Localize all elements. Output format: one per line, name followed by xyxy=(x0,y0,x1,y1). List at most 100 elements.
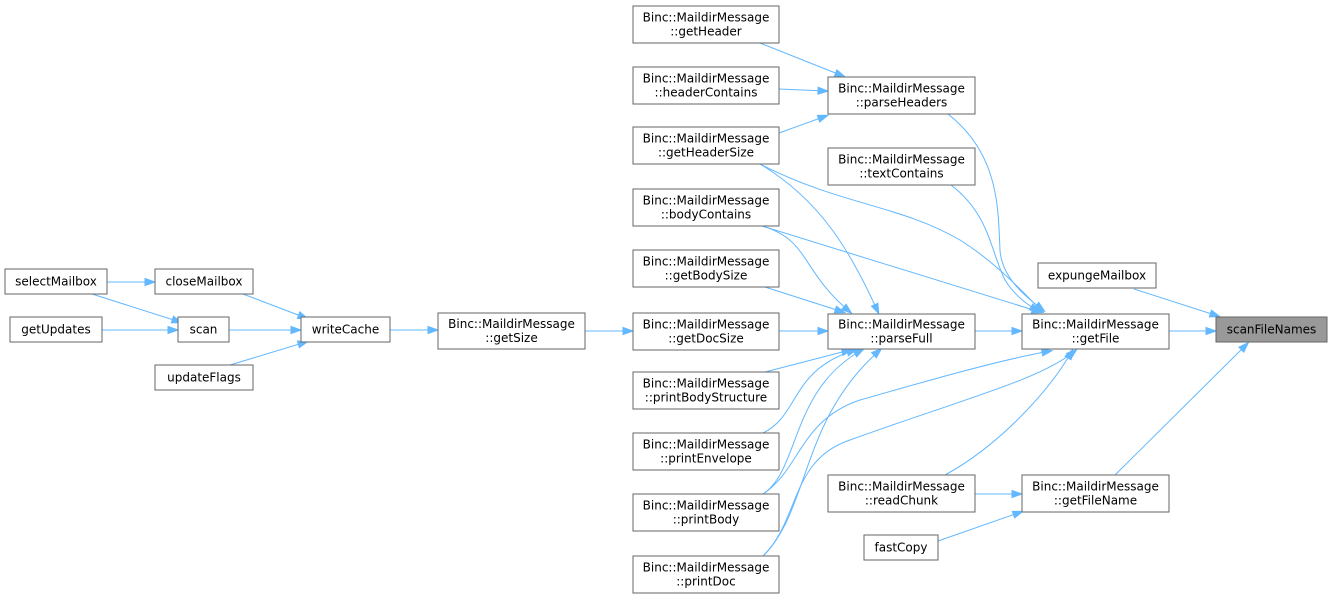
node-textContains[interactable]: Binc::MaildirMessage::textContains xyxy=(827,147,976,186)
node-box xyxy=(827,313,976,350)
edge-getSize-to-getDocSize xyxy=(585,326,635,336)
node-label: scanFileNames xyxy=(1227,323,1317,337)
node-scan[interactable]: scan xyxy=(177,316,230,343)
edge-selectMailbox-to-scan xyxy=(91,293,184,324)
node-printDoc[interactable]: Binc::MaildirMessage::printDoc xyxy=(632,555,780,594)
node-printBody[interactable]: Binc::MaildirMessage::printBody xyxy=(632,493,780,532)
node-box xyxy=(827,147,976,186)
arrow-head-icon xyxy=(1208,309,1222,318)
arrow-head-icon xyxy=(1011,326,1024,336)
node-label: ::bodyContains xyxy=(661,208,751,222)
edge-getFile-to-scanFileNames xyxy=(1169,326,1218,336)
node-printBodyStructure[interactable]: Binc::MaildirMessage::printBodyStructure xyxy=(632,371,780,410)
edge-line xyxy=(762,349,856,434)
node-label: fastCopy xyxy=(875,541,928,555)
edge-getUpdates-to-scan xyxy=(102,325,180,335)
edge-selectMailbox-to-closeMailbox xyxy=(107,277,157,287)
node-label: writeCache xyxy=(312,323,380,337)
arrow-head-icon xyxy=(833,305,847,314)
edge-line xyxy=(762,349,863,495)
arrow-head-icon xyxy=(1205,326,1218,336)
arrow-head-icon xyxy=(816,114,830,123)
arrow-head-icon xyxy=(870,347,883,359)
node-box xyxy=(300,316,391,343)
node-label: ::printBody xyxy=(673,513,740,527)
edge-line xyxy=(242,293,307,319)
node-updateFlags[interactable]: updateFlags xyxy=(154,364,254,391)
node-scanFileNames[interactable]: scanFileNames xyxy=(1215,316,1328,343)
node-box xyxy=(632,371,780,410)
node-closeMailbox[interactable]: closeMailbox xyxy=(154,268,254,295)
edge-writeCache-to-getSize xyxy=(390,325,440,335)
edge-line xyxy=(229,341,307,366)
node-label: Binc::MaildirMessage xyxy=(838,153,965,167)
node-fastCopy[interactable]: fastCopy xyxy=(863,534,939,561)
node-box xyxy=(632,66,780,105)
node-getBodySize[interactable]: Binc::MaildirMessage::getBodySize xyxy=(632,249,780,288)
edge-fastCopy-to-getFileName xyxy=(937,510,1025,542)
node-getHeader[interactable]: Binc::MaildirMessage::getHeader xyxy=(632,5,780,44)
node-parseHeaders[interactable]: Binc::MaildirMessage::parseHeaders xyxy=(827,76,976,115)
node-getUpdates[interactable]: getUpdates xyxy=(9,316,103,343)
node-getFile[interactable]: Binc::MaildirMessage::getFile xyxy=(1021,313,1170,350)
node-getDocSize[interactable]: Binc::MaildirMessage::getDocSize xyxy=(632,312,780,351)
node-readChunk[interactable]: Binc::MaildirMessage::readChunk xyxy=(827,474,976,513)
node-box xyxy=(154,268,254,295)
edge-getBodySize-to-parseFull xyxy=(764,286,847,314)
edge-line xyxy=(947,113,1044,311)
node-label: ::getHeader xyxy=(670,25,742,39)
node-label: ::getSize xyxy=(485,331,537,345)
node-parseFull[interactable]: Binc::MaildirMessage::parseFull xyxy=(827,313,976,350)
node-label: ::textContains xyxy=(859,167,943,181)
edge-bodyContains-to-parseFull xyxy=(761,225,853,315)
node-label: Binc::MaildirMessage xyxy=(643,561,770,575)
node-box xyxy=(437,312,586,350)
node-bodyContains[interactable]: Binc::MaildirMessage::bodyContains xyxy=(632,188,780,227)
node-printEnvelope[interactable]: Binc::MaildirMessage::printEnvelope xyxy=(632,432,780,471)
edge-line xyxy=(944,350,1073,476)
node-getSize[interactable]: Binc::MaildirMessage::getSize xyxy=(437,312,586,350)
node-label: ::parseFull xyxy=(870,332,932,346)
edge-line xyxy=(762,350,1076,557)
edge-line xyxy=(1133,288,1219,317)
node-getHeaderSize[interactable]: Binc::MaildirMessage::getHeaderSize xyxy=(632,126,780,165)
arrow-head-icon xyxy=(1030,305,1044,314)
edge-parseFull-to-getFile xyxy=(975,326,1024,336)
arrow-head-icon xyxy=(144,277,157,287)
edge-line xyxy=(764,349,851,373)
node-expungeMailbox[interactable]: expungeMailbox xyxy=(1037,262,1157,289)
node-box xyxy=(177,316,230,343)
node-label: ::printDoc xyxy=(676,575,735,589)
node-box xyxy=(4,268,108,295)
node-label: updateFlags xyxy=(167,371,241,385)
node-label: Binc::MaildirMessage xyxy=(643,438,770,452)
node-label: Binc::MaildirMessage xyxy=(1032,480,1159,494)
edge-readChunk-to-getFileName xyxy=(975,489,1024,499)
edge-line xyxy=(950,184,1039,312)
node-label: ::getFile xyxy=(1072,332,1120,346)
node-box xyxy=(9,316,103,343)
arrow-head-icon xyxy=(1238,341,1250,353)
node-label: ::readChunk xyxy=(865,494,938,508)
edge-line xyxy=(761,225,1041,313)
node-box xyxy=(632,493,780,532)
edge-getHeaderSize-to-parseFull xyxy=(759,163,880,316)
node-box xyxy=(632,5,780,44)
node-getFileName[interactable]: Binc::MaildirMessage::getFileName xyxy=(1021,474,1170,513)
node-label: closeMailbox xyxy=(166,275,243,289)
edge-line xyxy=(762,349,881,557)
node-writeCache[interactable]: writeCache xyxy=(300,316,391,343)
node-box xyxy=(632,249,780,288)
edge-expungeMailbox-to-scanFileNames xyxy=(1133,288,1222,318)
node-headerContains[interactable]: Binc::MaildirMessage::headerContains xyxy=(632,66,780,105)
edge-line xyxy=(761,225,851,313)
node-box xyxy=(1021,313,1170,350)
node-selectMailbox[interactable]: selectMailbox xyxy=(4,268,108,295)
node-label: Binc::MaildirMessage xyxy=(643,255,770,269)
arrow-head-icon xyxy=(622,326,635,336)
edge-line xyxy=(937,511,1022,542)
arrow-head-icon xyxy=(852,348,866,358)
edge-line xyxy=(764,286,844,313)
node-label: Binc::MaildirMessage xyxy=(643,11,770,25)
